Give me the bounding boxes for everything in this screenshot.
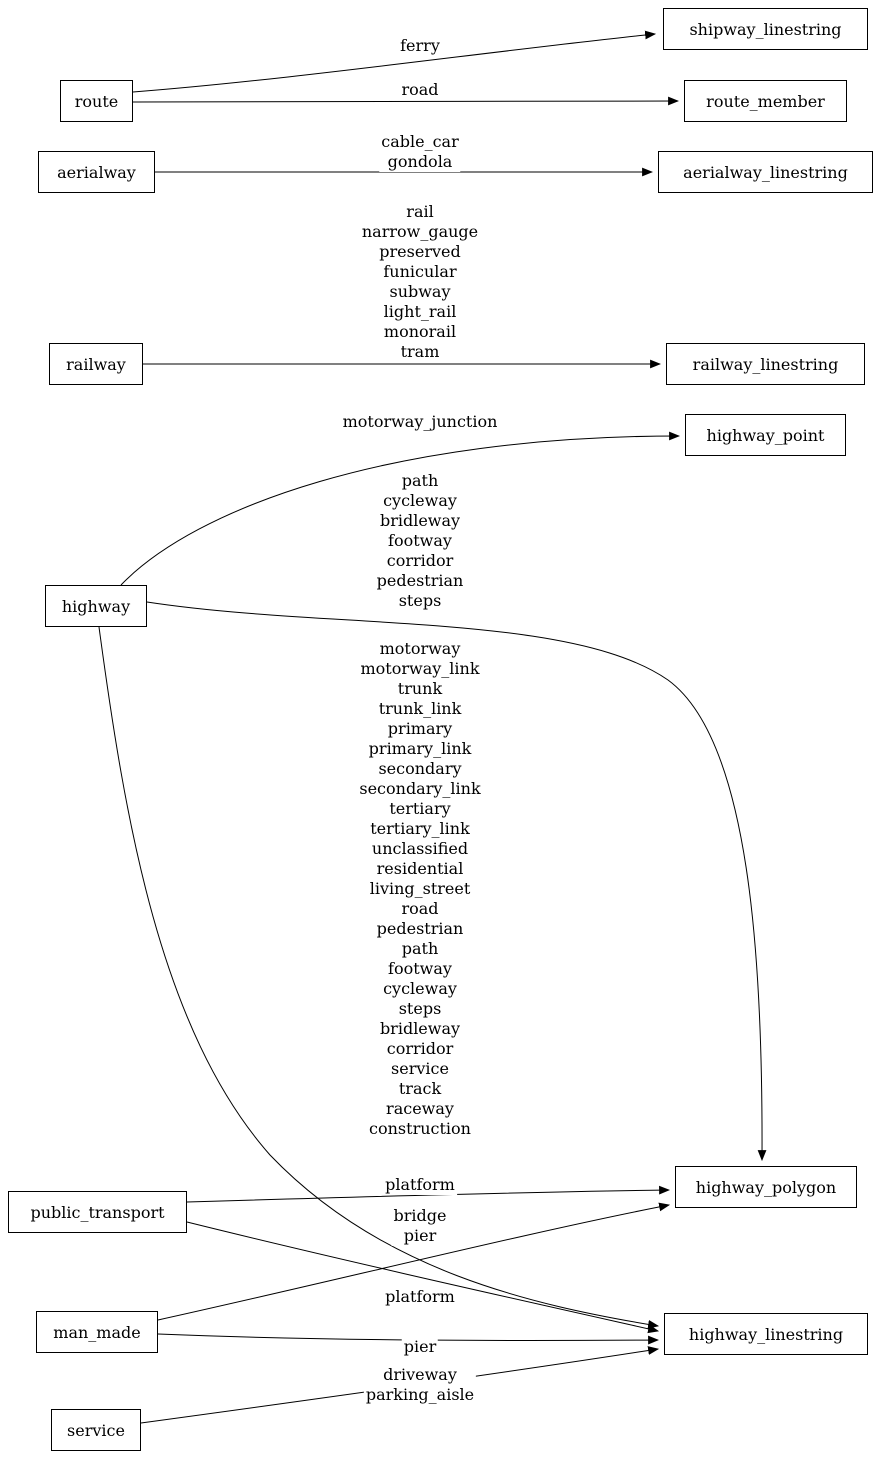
node-route: route [60,80,133,122]
edge-public_transport-to-highway_linestring [186,1221,660,1334]
edge-label-road: road [399,80,441,100]
node-man-made: man_made [36,1311,158,1353]
node-highway-point: highway_point [685,414,846,456]
node-highway: highway [45,585,147,627]
node-highway-polygon: highway_polygon [675,1166,857,1208]
edge-highway-to-highway_linestring [98,626,660,1329]
edge-highway-to-highway_polygon [146,601,767,1162]
node-shipway-linestring: shipway_linestring [663,8,868,50]
edge-man_made-to-highway_polygon [157,1202,671,1321]
node-service: service [51,1409,141,1451]
node-highway-linestring: highway_linestring [664,1313,868,1355]
node-aerialway: aerialway [38,151,155,193]
node-railway-linestring: railway_linestring [666,343,865,385]
node-railway: railway [49,343,143,385]
edge-label-bridge-pier: bridge pier [391,1206,449,1246]
edge-route-to-shipway_linestring [132,30,657,93]
edge-label-ferry: ferry [398,36,442,56]
node-public-transport: public_transport [8,1191,187,1233]
edge-label-highway-polygon-values: path cycleway bridleway footway corridor… [374,471,466,611]
edge-route-to-route_member [132,96,680,106]
edge-label-platform-polygon: platform [383,1175,457,1195]
edge-label-highway-linestring-values: motorway motorway_link trunk trunk_link … [357,639,483,1139]
node-route-member: route_member [684,80,847,122]
edge-label-motorway-junction: motorway_junction [340,412,500,432]
edge-label-platform-linestring: platform [383,1287,457,1307]
edge-label-aerialway-values: cable_car gondola [379,132,461,172]
edge-label-driveway-parking-aisle: driveway parking_aisle [363,1365,477,1405]
edge-label-railway-values: rail narrow_gauge preserved funicular su… [359,202,481,362]
edge-highway-to-highway_point [120,431,681,586]
node-aerialway-linestring: aerialway_linestring [658,151,873,193]
edge-label-pier: pier [401,1337,439,1357]
